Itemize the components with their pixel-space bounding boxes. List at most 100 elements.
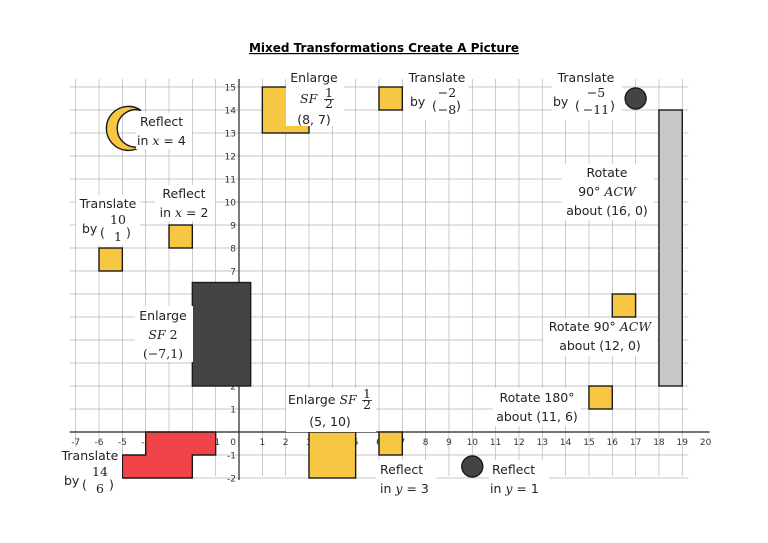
enlarged-dark-rectangle xyxy=(191,281,252,387)
svg-text:(: ( xyxy=(432,98,437,113)
y-tick-label: 15 xyxy=(225,84,236,94)
rotated-grey-rectangle xyxy=(658,109,683,387)
svg-text:): ) xyxy=(109,477,114,492)
dark-circle-top xyxy=(624,87,647,110)
y-tick-label: 13 xyxy=(225,130,236,140)
y-tick-label: 10 xyxy=(225,199,237,209)
x-tick-label: -6 xyxy=(95,438,104,448)
x-tick-label: 14 xyxy=(560,438,572,448)
svg-text:Translate: Translate xyxy=(557,70,615,85)
x-tick-label: 17 xyxy=(630,438,641,448)
svg-text:Rotate 90° ACW: Rotate 90° ACW xyxy=(549,319,653,334)
translated-red-shape xyxy=(121,431,217,479)
y-tick-label: -1 xyxy=(227,452,236,462)
svg-text:Reflect: Reflect xyxy=(492,462,535,477)
svg-text:about (12, 0): about (12, 0) xyxy=(559,338,641,353)
svg-text:in x = 2: in x = 2 xyxy=(160,205,209,220)
svg-text:(5, 10): (5, 10) xyxy=(309,414,351,429)
svg-text:Enlarge: Enlarge xyxy=(290,70,338,85)
svg-text:Translate: Translate xyxy=(408,70,466,85)
svg-text:Translate: Translate xyxy=(61,448,119,463)
svg-text:in y = 1: in y = 1 xyxy=(490,481,539,496)
x-tick-label: 10 xyxy=(467,438,479,448)
label-reflect-y3: Reflect in y = 3 xyxy=(376,460,436,498)
x-tick-label: -5 xyxy=(118,438,127,448)
x-tick-label: 2 xyxy=(283,438,289,448)
x-tick-label: 15 xyxy=(583,438,594,448)
svg-text:(−7,1): (−7,1) xyxy=(143,346,183,361)
svg-text:1: 1 xyxy=(363,386,371,401)
svg-text:in y = 3: in y = 3 xyxy=(380,481,429,496)
x-tick-label: 16 xyxy=(607,438,619,448)
svg-text:(: ( xyxy=(100,225,105,240)
svg-text:SF 2: SF 2 xyxy=(148,327,177,342)
labels: Enlarge SF 1 2 (8, 7) Translate by ( −2 … xyxy=(58,70,657,498)
y-tick-label: 7 xyxy=(230,268,236,278)
rotated-yellow-square-180 xyxy=(588,385,613,410)
label-rotate-grey: Rotate 90° ACW about (16, 0) xyxy=(562,164,654,220)
x-tick-label: 13 xyxy=(537,438,548,448)
y-tick-label: 9 xyxy=(230,222,236,232)
y-tick-label: 12 xyxy=(225,153,236,163)
svg-text:in x = 4: in x = 4 xyxy=(137,133,186,148)
svg-text:Rotate: Rotate xyxy=(587,165,628,180)
label-translate-bottom: Translate by ( 14 6 ) xyxy=(58,447,122,497)
svg-text:Rotate 180°: Rotate 180° xyxy=(499,390,574,405)
svg-text:about (16, 0): about (16, 0) xyxy=(566,203,648,218)
origin-label: 0 xyxy=(230,438,236,448)
x-tick-label: 20 xyxy=(700,438,712,448)
label-reflect-y1: Reflect in y = 1 xyxy=(489,460,549,498)
y-tick-label: 14 xyxy=(225,107,237,117)
dark-circle-bottom xyxy=(461,455,484,478)
reflected-yellow-square-y3 xyxy=(378,431,404,456)
x-tick-label: 1 xyxy=(259,438,265,448)
translated-yellow-square-left xyxy=(98,247,124,272)
svg-text:14: 14 xyxy=(92,464,108,479)
svg-text:1: 1 xyxy=(325,85,333,100)
x-tick-label: 18 xyxy=(653,438,665,448)
enlarged-yellow-rectangle-bottom xyxy=(308,431,357,479)
svg-text:): ) xyxy=(126,225,131,240)
svg-text:Reflect: Reflect xyxy=(140,114,183,129)
svg-text:): ) xyxy=(610,98,615,113)
svg-text:2: 2 xyxy=(363,397,371,412)
svg-text:by: by xyxy=(410,94,426,109)
svg-text:by: by xyxy=(82,221,98,236)
rotated-yellow-square-90 xyxy=(611,293,637,318)
svg-text:10: 10 xyxy=(110,212,126,227)
y-tick-label: -2 xyxy=(227,475,236,485)
label-translate-left: Translate by ( 10 1 ) xyxy=(76,195,140,245)
svg-text:Translate: Translate xyxy=(79,196,137,211)
x-tick-label: 12 xyxy=(513,438,524,448)
svg-text:Reflect: Reflect xyxy=(162,186,205,201)
svg-text:6: 6 xyxy=(96,481,104,496)
svg-text:(: ( xyxy=(82,477,87,492)
svg-text:−11: −11 xyxy=(583,102,609,117)
page-title: Mixed Transformations Create A Picture xyxy=(249,41,519,55)
svg-text:SF: SF xyxy=(300,91,319,106)
label-rotate-12: Rotate 90° ACW about (12, 0) xyxy=(543,318,657,356)
crescent-moon-icon xyxy=(105,105,142,152)
label-enlarge-top: Enlarge SF 1 2 (8, 7) xyxy=(286,70,344,127)
svg-text:(: ( xyxy=(575,98,580,113)
y-tick-label: 2 xyxy=(230,383,236,393)
svg-text:): ) xyxy=(456,98,461,113)
svg-text:1: 1 xyxy=(114,229,122,244)
shapes xyxy=(98,86,683,479)
svg-text:about (11, 6): about (11, 6) xyxy=(496,409,578,424)
y-tick-label: 8 xyxy=(230,245,236,255)
label-reflect-moon: Reflect in x = 4 xyxy=(136,113,192,149)
y-tick-label: 1 xyxy=(230,406,236,416)
svg-text:Enlarge: Enlarge xyxy=(139,308,187,323)
label-enlarge-bottom: Enlarge SF 1 2 (5, 10) xyxy=(286,386,376,432)
svg-text:by: by xyxy=(553,94,569,109)
reflected-yellow-square-x2 xyxy=(168,224,194,249)
label-reflect-x2: Reflect in x = 2 xyxy=(155,185,215,221)
svg-text:2: 2 xyxy=(325,96,333,111)
svg-text:Reflect: Reflect xyxy=(380,462,423,477)
x-tick-label: 9 xyxy=(446,438,452,448)
x-tick-label: -7 xyxy=(71,438,80,448)
svg-text:−5: −5 xyxy=(587,85,605,100)
label-translate-right: Translate by ( −5 −11 ) xyxy=(552,70,622,120)
